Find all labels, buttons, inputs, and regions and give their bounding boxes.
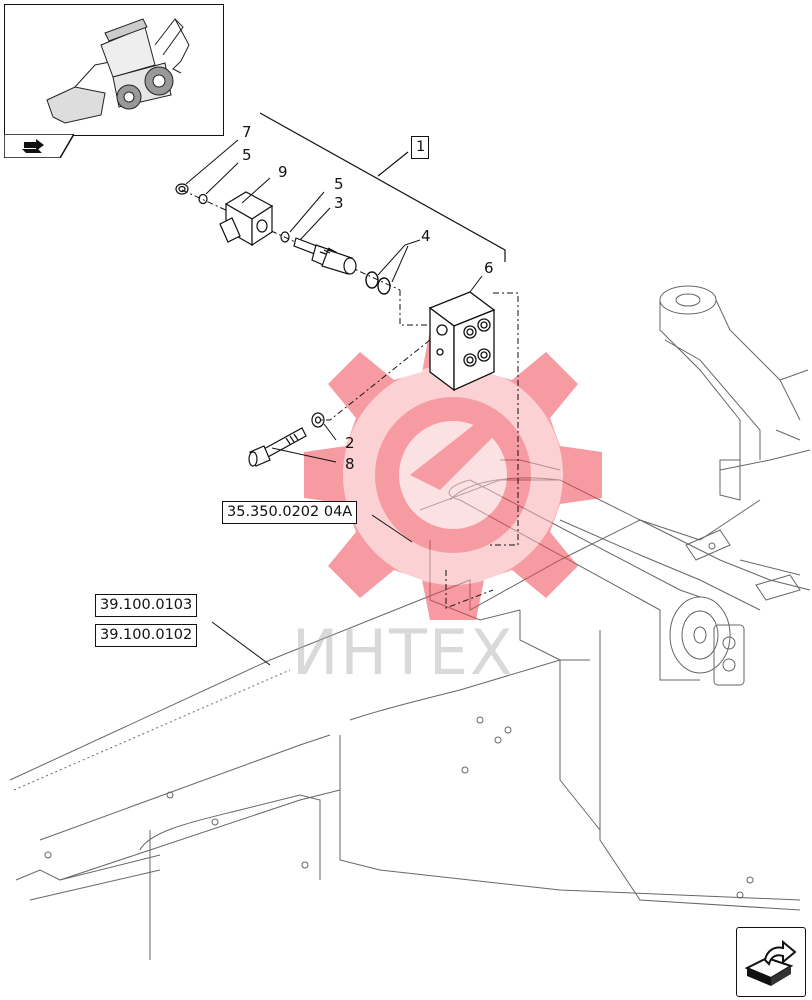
machine-thumbnail <box>4 4 224 136</box>
view-direction-icon <box>3 133 76 159</box>
callout-4: 4 <box>421 227 431 245</box>
assembly-reference-box[interactable]: 1 <box>411 136 429 159</box>
callout-9: 9 <box>278 163 288 181</box>
view-tab[interactable] <box>3 133 76 159</box>
reference-35-350-0202-04a[interactable]: 35.350.0202 04A <box>222 501 358 524</box>
part-5-oring-left <box>198 193 208 205</box>
watermark-gear <box>304 330 602 620</box>
callout-3: 3 <box>334 194 344 212</box>
watermark-text: ИНТЕХ <box>292 616 515 689</box>
callout-2: 2 <box>345 434 355 452</box>
callout-6: 6 <box>484 259 494 277</box>
part-2-washer <box>311 412 325 428</box>
part-5-oring-right <box>280 231 290 243</box>
callout-5-left: 5 <box>242 146 252 164</box>
chassis-holes <box>44 716 754 899</box>
leader-lines <box>185 139 483 666</box>
reference-39-100-0102[interactable]: 39.100.0102 <box>95 624 198 647</box>
explode-lines <box>181 189 519 609</box>
next-page-icon <box>744 939 797 986</box>
callout-7: 7 <box>242 123 252 141</box>
assembly-bracket <box>259 112 506 262</box>
part-3-valve <box>293 237 357 275</box>
part-7-washer <box>175 183 189 195</box>
part-8-bolt <box>248 427 307 467</box>
part-6-block <box>428 291 496 392</box>
backhoe-loader-thumbnail-icon <box>46 18 190 124</box>
part-9-coil <box>219 191 274 247</box>
next-page-button[interactable] <box>736 927 806 997</box>
part-4-orings <box>365 271 391 295</box>
reference-39-100-0103[interactable]: 39.100.0103 <box>95 594 198 617</box>
callout-5-right: 5 <box>334 175 344 193</box>
callout-8: 8 <box>345 455 355 473</box>
boom-arm <box>659 285 809 501</box>
